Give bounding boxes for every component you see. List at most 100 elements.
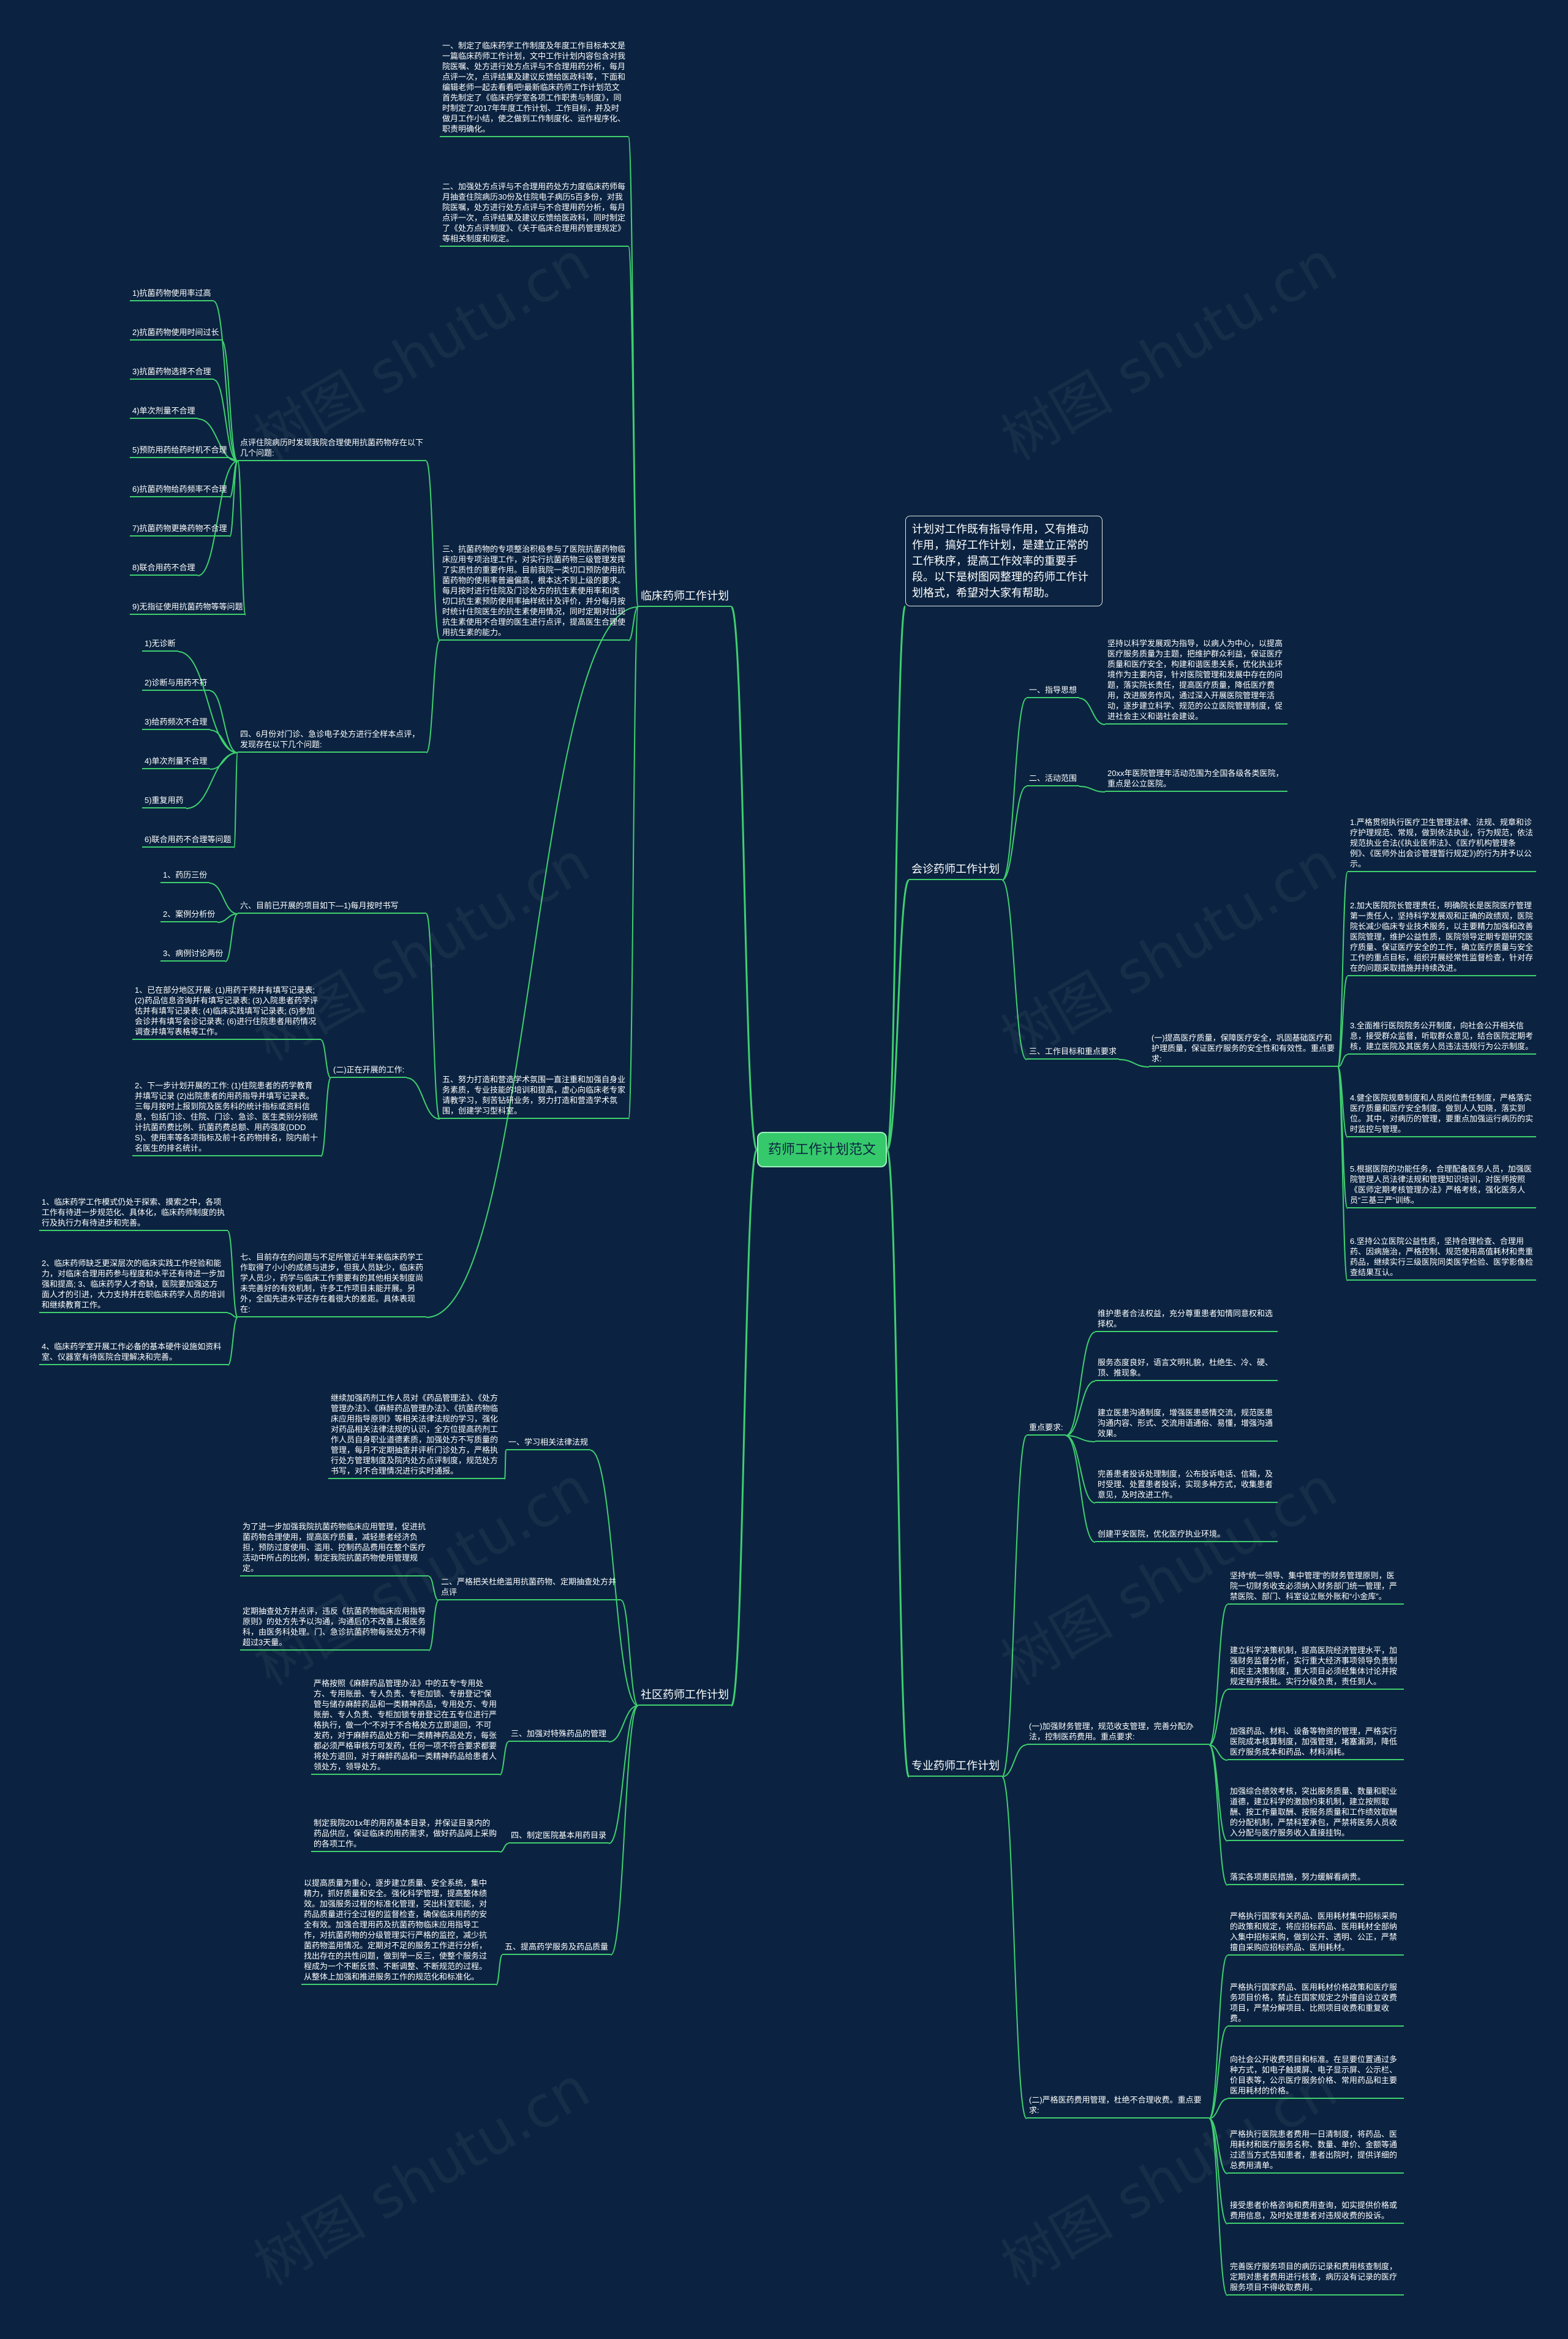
connector: [197, 461, 238, 576]
connector: [1208, 2118, 1228, 2174]
community-section-3: 三、加强对特殊药品的管理: [508, 1728, 609, 1742]
root-topic[interactable]: 药师工作计划范文: [757, 1132, 888, 1167]
connector: [428, 1576, 439, 1601]
specialist-fee-item: 严格执行国家药品、医用耗材价格政策和医疗服务项目价格，禁止在国家规定之外擅自设立…: [1227, 1982, 1404, 2027]
specialist-finance-item: 加强药品、材料、设备等物资的管理，严格实行医院成本核算制度，加强管理，堵塞漏洞，…: [1227, 1726, 1404, 1760]
specialist-requirement: 创建平安医院，优化医疗执业环境。: [1095, 1529, 1278, 1542]
outpatient-goal-item: 3.全面推行医院院务公开制度，向社会公开相关信息，接受群众监督，听取群众意见，结…: [1348, 1020, 1536, 1055]
clinical-problem: 9)无指征使用抗菌药物等等问题: [130, 601, 246, 615]
connector: [237, 461, 246, 616]
community-section-4-text: 制定我院201x年的用药基本目录，并保证目录内的药品供应，保证临床的用药需求，做…: [311, 1818, 500, 1852]
specialist-requirement: 完善患者投诉处理制度，公布投诉电话、信箱，及时受理、处置患者投诉，实现多种方式，…: [1095, 1469, 1278, 1503]
clinical-problem: 5)预防用药给药时机不合理: [130, 445, 230, 458]
connector: [209, 883, 238, 914]
clinical-item-3: 三、抗菌药物的专项整治积极参与了医院抗菌药物临床应用专项治理工作，对实行抗菌药物…: [440, 544, 628, 641]
clinical-item-3-problems: 点评住院病历时发现我院合理使用抗菌药物存在以下几个问题:: [238, 437, 426, 461]
connector: [229, 461, 238, 537]
clinical-item-6-ongoing: (二)正在开展的工作:: [331, 1064, 407, 1078]
outpatient-goal-item: 2.加大医院院长管理责任，明确院长是医院医疗管理第一责任人，坚持科学发展观和正确…: [1348, 900, 1536, 976]
clinical-record: 3、病例讨论两份: [160, 948, 226, 962]
connector: [886, 605, 907, 1151]
connector: [1001, 786, 1027, 881]
connector: [1337, 1066, 1348, 1281]
connector: [1001, 1776, 1027, 2119]
connector: [1208, 1744, 1228, 1761]
specialist-finance-item: 建立科学决策机制，提高医院经济管理水平，加强财务监督分析，实行重大经济事项领导负…: [1227, 1645, 1404, 1690]
connector: [886, 879, 910, 1151]
specialist-requirement: 服务态度良好，语言文明礼貌，杜绝生、冷、硬、顶、推现象。: [1095, 1357, 1278, 1381]
connector: [225, 913, 238, 962]
connector: [1337, 872, 1348, 1068]
community-section-2-text-b: 定期抽查处方并点评，违反《抗菌药物临床应用指导原则》的处方先予以沟通，沟通后仍不…: [240, 1606, 429, 1651]
connector: [628, 606, 639, 641]
connector: [1001, 879, 1027, 1060]
clinical-problem: 2)抗菌药物使用时间过长: [130, 327, 222, 341]
connector: [1208, 2098, 1228, 2119]
connector: [499, 1843, 509, 1853]
specialist-fee-item: 接受患者价格咨询和费用查询，如实提供价格或费用信息，及时处理患者对违规收费的投诉…: [1227, 2200, 1404, 2224]
connector: [209, 729, 238, 753]
connector: [499, 1741, 509, 1776]
connector: [227, 1230, 238, 1318]
clinical-record: 2、案例分析份: [160, 909, 218, 922]
connector: [1208, 1689, 1228, 1746]
connector: [1337, 976, 1348, 1068]
connector: [730, 606, 758, 1151]
connector: [496, 1954, 503, 1986]
connector: [227, 1313, 238, 1318]
community-section-2: 二、严格把关杜绝滥用抗菌药物、定期抽查处方并点评: [439, 1576, 621, 1600]
specialist-finance-title: (一)加强财务管理，规范收支管理，完善分配办法，控制医药费用。重点要求:: [1027, 1721, 1209, 1745]
connector: [178, 651, 238, 753]
connector: [426, 461, 440, 641]
intro-note: 计划对工作既有指导作用，又有推动作用，搞好工作计划，是建立正常的工作秩序，提高工…: [905, 516, 1102, 606]
specialist-fee-item: 严格执行医院患者费用一日清制度，将药品、医用耗材和医疗服务名称、数量、单价、金额…: [1227, 2129, 1404, 2174]
clinical-item-1: 一、制定了临床药学工作制度及年度工作目标本文是一篇临床药师工作计划，文中工作计划…: [440, 40, 628, 137]
clinical-record: 1、药历三份: [160, 870, 210, 883]
clinical-shortcoming: 4、临床药学室开展工作必备的基本硬件设施如资料室、仪器室有待医院合理解决和完善。: [39, 1341, 228, 1365]
community-section-4: 四、制定医院基本用药目录: [508, 1830, 609, 1844]
clinical-shortcoming: 1、临床药学工作模式仍处于探索、摸索之中，各项工作有待进一步规范化、具体化，临床…: [39, 1197, 228, 1231]
clinical-problem: 8)联合用药不合理: [130, 562, 198, 576]
connector: [886, 1148, 910, 1778]
clinical-problem: 1)抗菌药物使用率过高: [130, 288, 214, 301]
specialist-fee-item: 向社会公开收费项目和标准。在显要位置通过多种方式，如电子触摸屏、电子显示屏、公示…: [1227, 2054, 1404, 2099]
connector: [406, 1077, 440, 1120]
clinical-ongoing-task: 2、下一步计划开展的工作: (1)住院患者的药学教育并填写记录 (2)出院患者的…: [132, 1080, 321, 1156]
clinical-item-4: 四、6月份对门诊、急诊电子处方进行全样本点评，发现存在以下几个问题:: [238, 729, 426, 753]
clinical-rx-problem: 5)重复用药: [142, 795, 186, 808]
connector: [197, 418, 238, 462]
specialist-finance-item: 坚持“统一领导、集中管理”的财务管理原则，医院一切财务收支必须纳入财务部门统一管…: [1227, 1570, 1404, 1605]
connector: [1001, 1435, 1027, 1777]
connector: [426, 640, 440, 753]
outpatient-scope-title: 二、活动范围: [1027, 773, 1080, 786]
branch-outpatient-pharmacist[interactable]: 会诊药师工作计划: [909, 861, 1002, 880]
connector: [1337, 1054, 1348, 1068]
connector: [209, 752, 238, 770]
clinical-item-2: 二、加强处方点评与不合理用药处方力度临床药师每月抽查住院病历30份及住院电子病历…: [440, 181, 628, 247]
connector: [608, 1705, 639, 1844]
branch-community-pharmacist[interactable]: 社区药师工作计划: [638, 1687, 731, 1706]
outpatient-goal-item: 5.根据医院的功能任务，合理配备医务人员，加强医院管理人员法律法规和管理知识培训…: [1348, 1164, 1536, 1208]
outpatient-goals-sub: (一)提高医疗质量，保障医疗安全，巩固基础医疗和护理质量，保证医疗服务的安全性和…: [1149, 1033, 1338, 1067]
connector: [1065, 1331, 1096, 1436]
connector: [504, 1450, 507, 1480]
clinical-problem: 3)抗菌药物选择不合理: [130, 366, 214, 380]
connector: [628, 606, 639, 1120]
specialist-requirement: 维护患者合法权益，充分尊重患者知情同意权和选择权。: [1095, 1308, 1278, 1332]
connector: [620, 1600, 639, 1706]
outpatient-goal-item: 1.严格贯彻执行医疗卫生管理法律、法规、规章和诊疗护理规范、常规，做到依法执业，…: [1348, 817, 1536, 872]
branch-specialist-pharmacist[interactable]: 专业药师工作计划: [909, 1758, 1002, 1777]
connector: [1208, 1744, 1228, 1886]
connector: [1065, 1435, 1096, 1504]
community-section-5-text: 以提高质量为重心，逐步建立质量、安全系统，集中精力，抓好质量和安全。强化科学管理…: [301, 1878, 496, 1985]
connector: [1208, 2026, 1228, 2119]
connector: [1065, 1435, 1096, 1442]
outpatient-goal-item: 4.健全医院规章制度和人员岗位责任制度，严格落实医疗质量和医疗安全制度。做到人人…: [1348, 1093, 1536, 1137]
community-section-2-text-a: 为了进一步加强我院抗菌药物临床应用管理，促进抗菌药物合理使用，提高医疗质量，减轻…: [240, 1521, 429, 1576]
connector: [1118, 1059, 1150, 1068]
branch-clinical-pharmacist[interactable]: 临床药师工作计划: [638, 588, 731, 607]
connector: [610, 1705, 639, 1956]
connector: [730, 1148, 758, 1707]
clinical-item-7: 七、目前存在的问题与不足所管近半年来临床药学工作取得了小小的成绩与进步，但我人员…: [238, 1252, 426, 1317]
clinical-problem: 7)抗菌药物更换药物不合理: [130, 523, 230, 537]
